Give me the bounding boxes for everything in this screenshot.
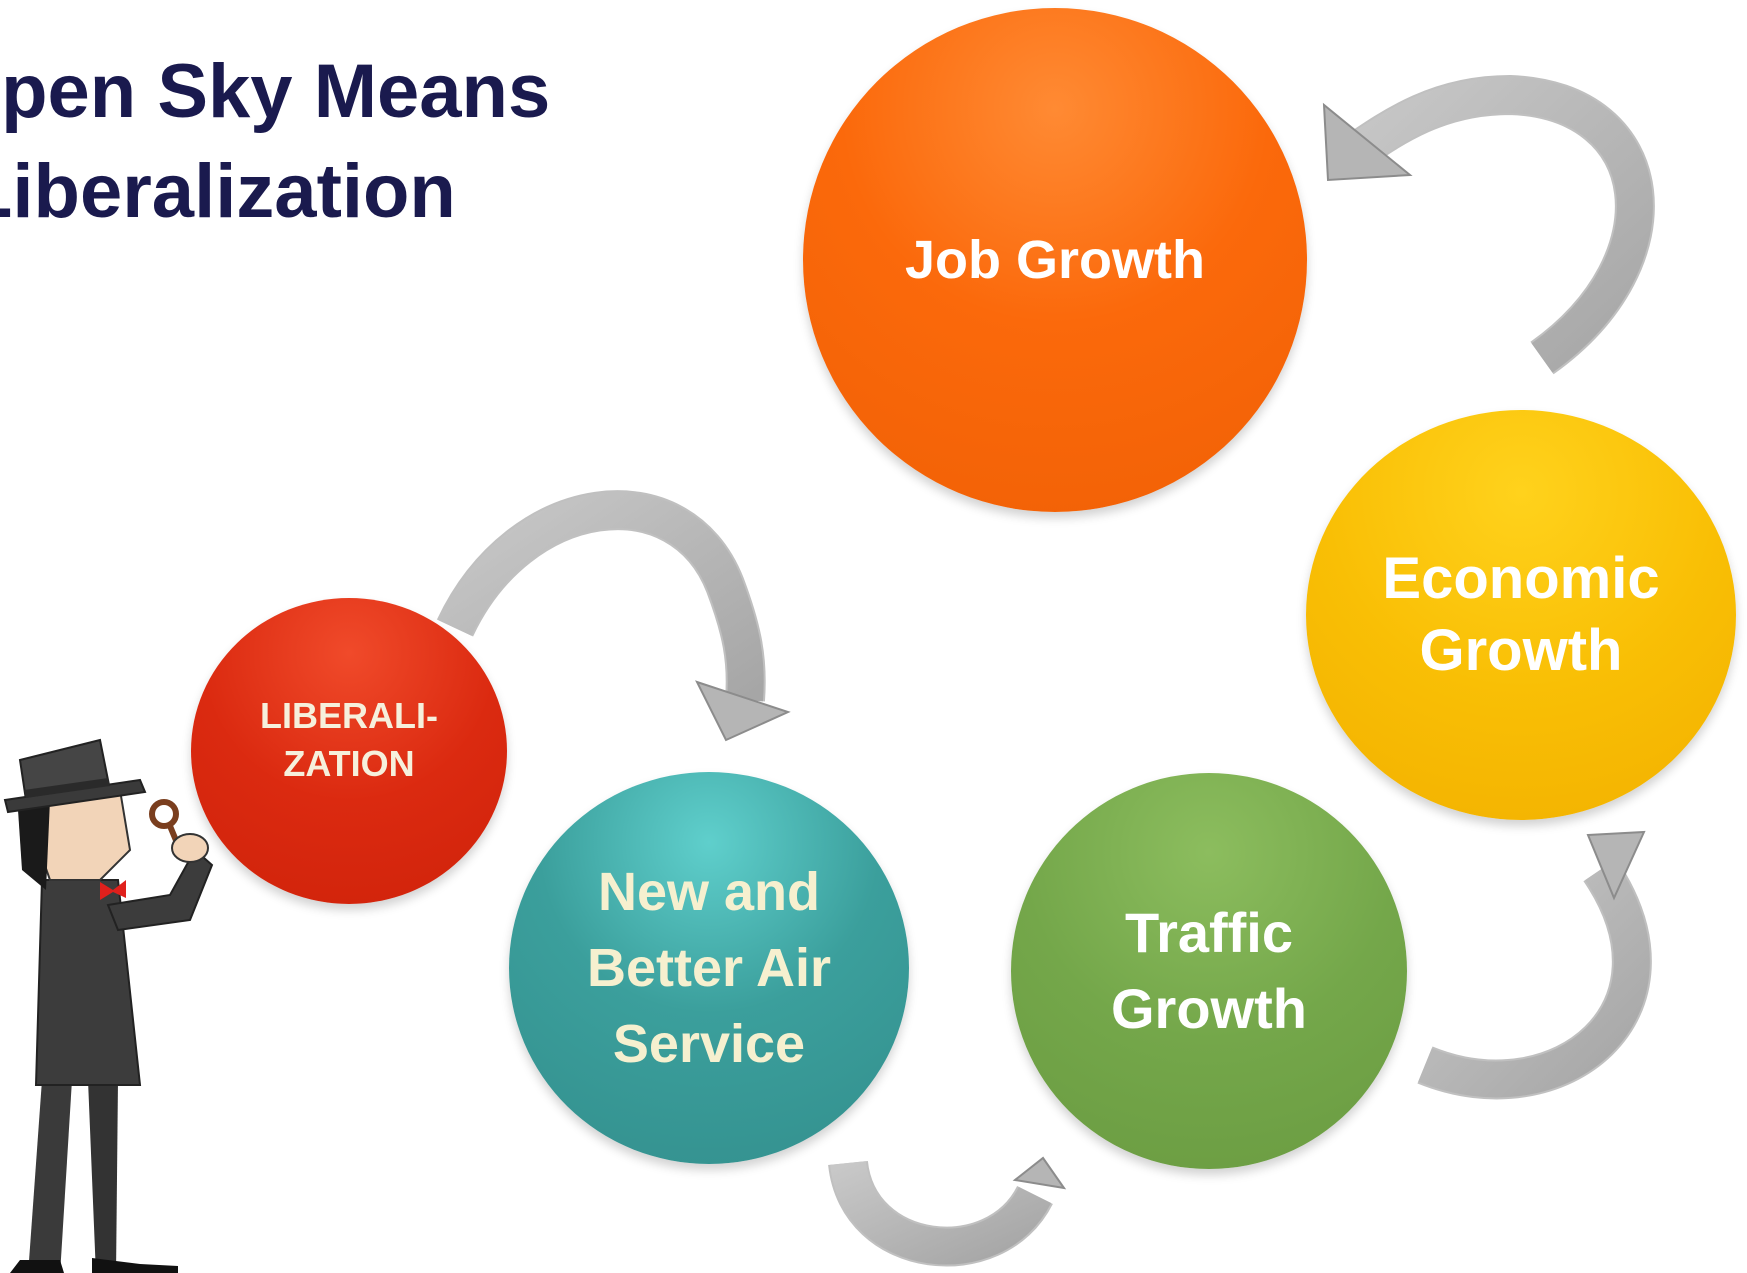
title-line-2: Liberalization [0,149,456,234]
service-label-line1: New and [597,862,821,922]
title-line-1: Open Sky Means [0,49,551,134]
liberalization-label-line2: ZATION [283,743,415,784]
economic-growth-label-line2: Growth [1419,618,1623,683]
new-better-air-service-circle: New and Better Air Service [509,772,909,1164]
traffic-growth-label-line1: Traffic [1124,901,1294,964]
slide-title: Open Sky Means Liberalization [0,42,550,242]
job-growth-label: Job Growth [905,230,1205,290]
magnifier-icon [149,799,179,829]
liberalization-circle: LIBERALI- ZATION [191,598,507,904]
traffic-growth-label-line2: Growth [1111,977,1307,1040]
job-growth-circle: Job Growth [803,8,1307,512]
service-label-line3: Service [612,1014,806,1074]
service-label-line2: Better Air [586,938,832,998]
economic-growth-label-line1: Economic [1382,546,1660,611]
economic-growth-circle: Economic Growth [1306,410,1736,820]
detective-illustration [3,738,214,1273]
traffic-growth-circle: Traffic Growth [1011,773,1407,1169]
liberalization-label-line1: LIBERALI- [260,695,438,736]
